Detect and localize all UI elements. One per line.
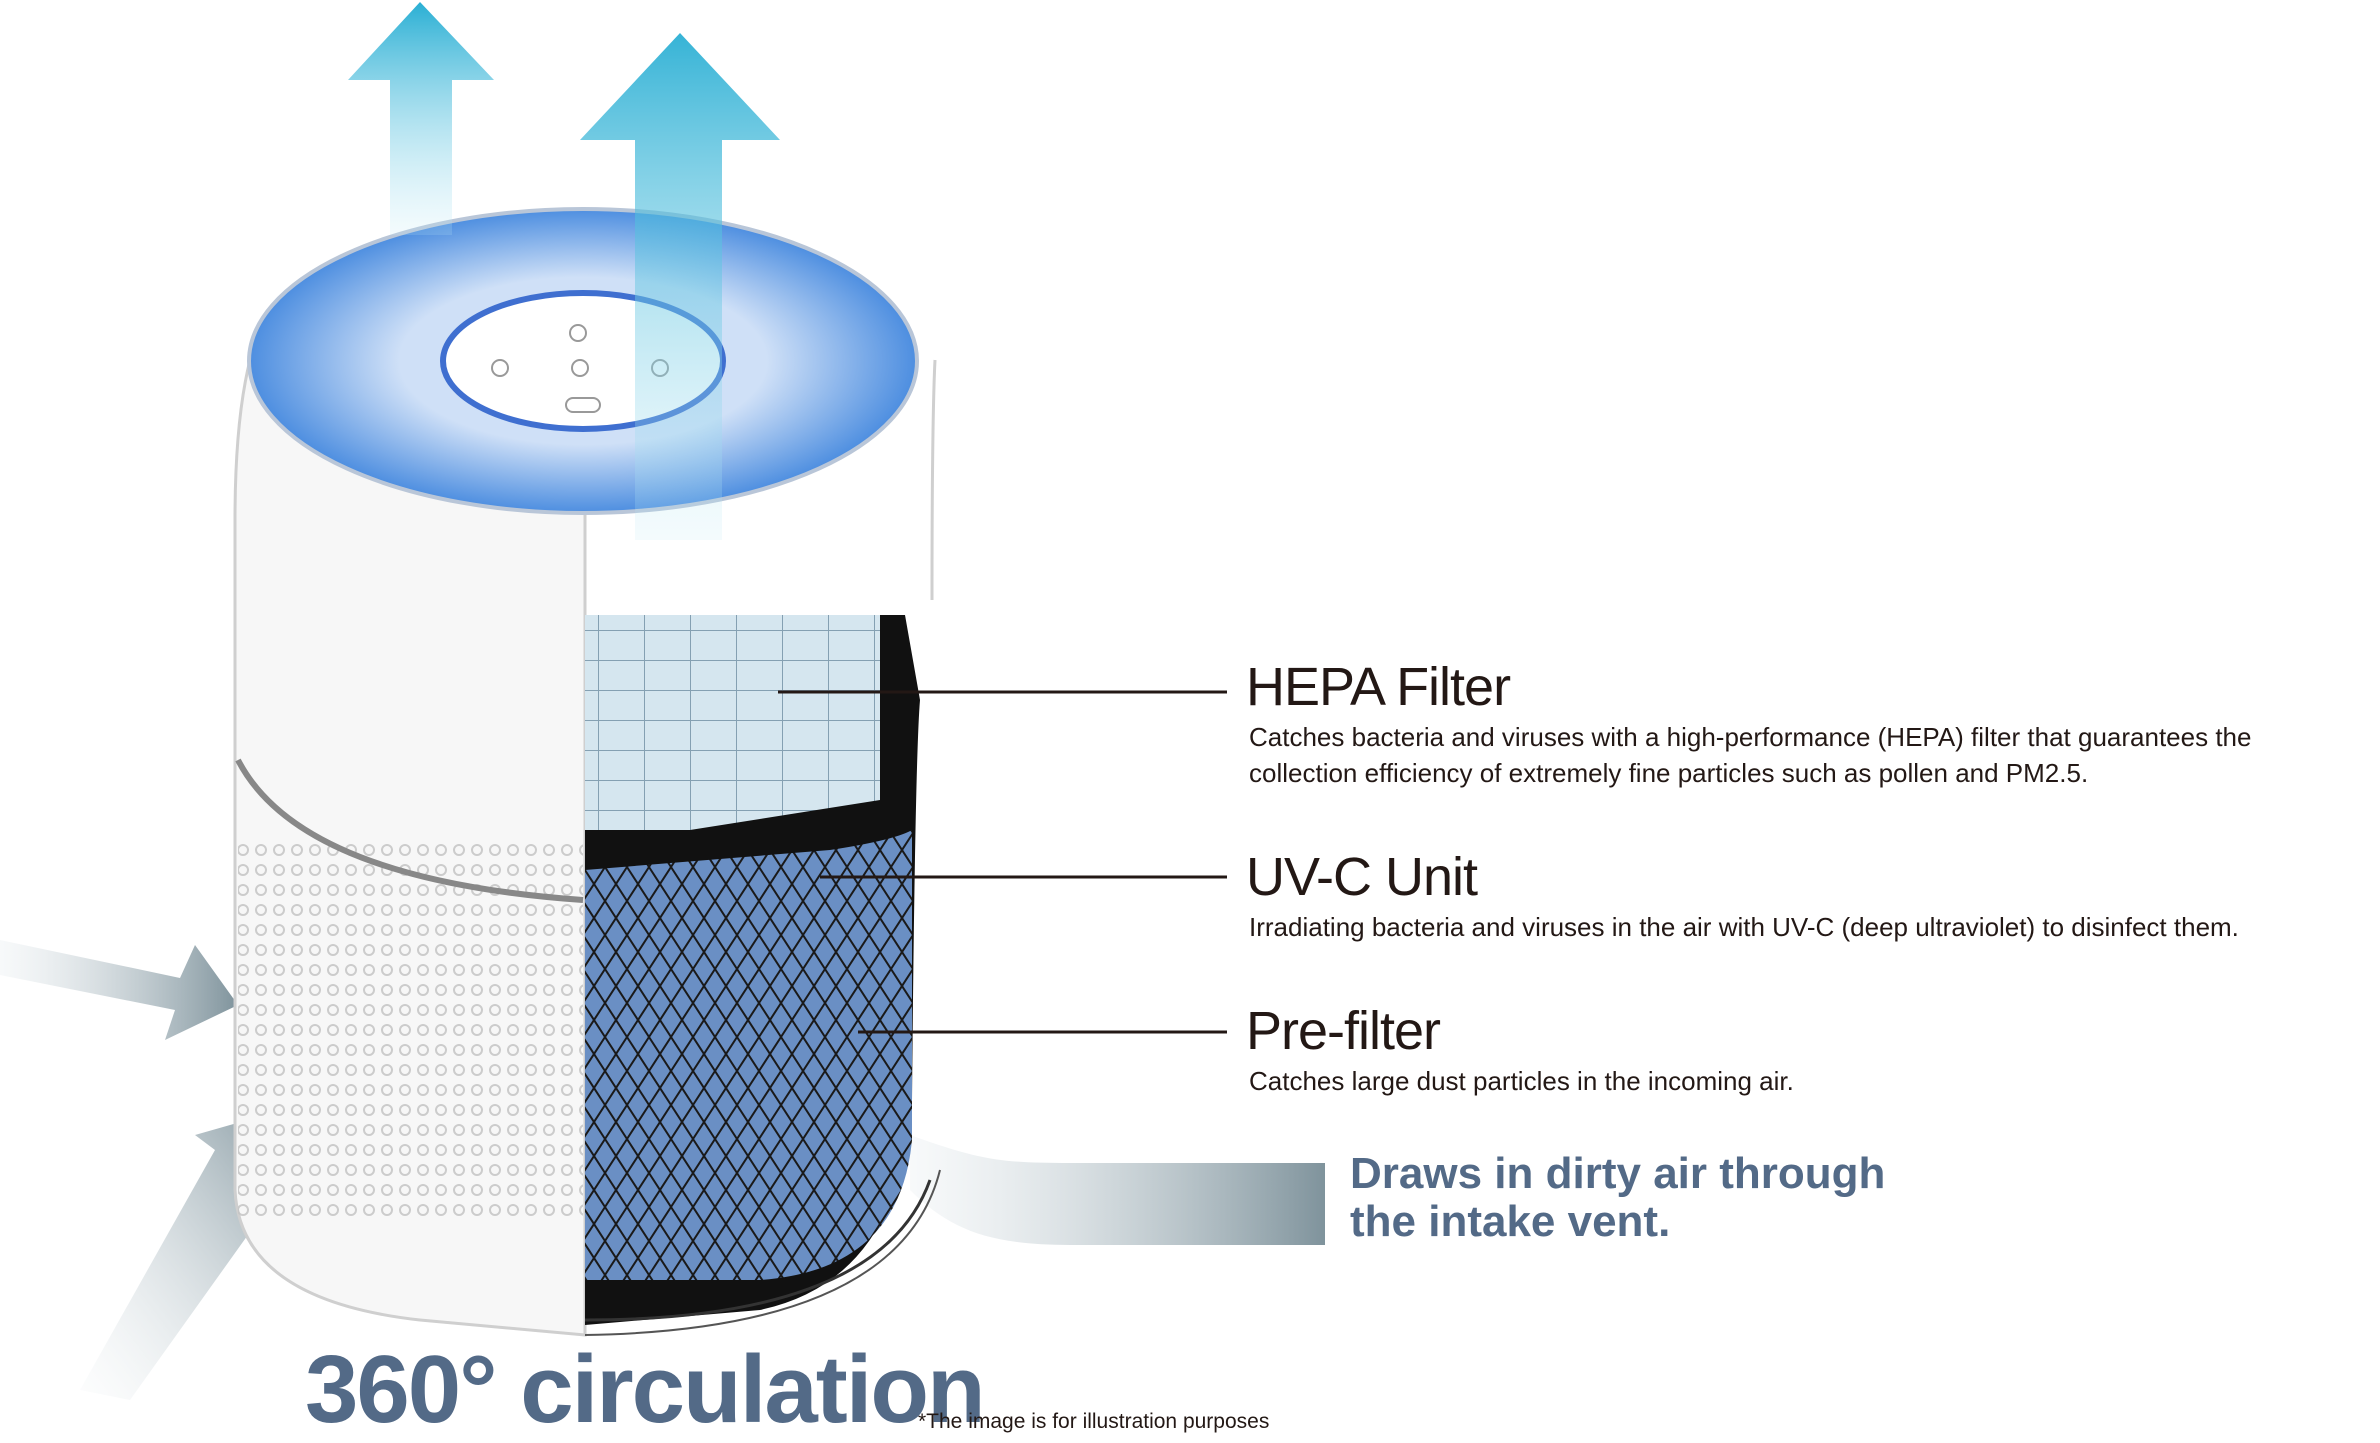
control-icon xyxy=(491,359,509,377)
disclaimer-note: *The image is for illustration purposes xyxy=(918,1410,1270,1433)
airflow-up-arrows-icon xyxy=(348,2,780,540)
purifier-body xyxy=(233,358,941,1337)
control-icon xyxy=(565,397,601,413)
prefilter-title: Pre-filter xyxy=(1246,1001,1441,1061)
control-icon xyxy=(571,359,589,377)
headline-360-circulation: 360° circulation xyxy=(305,1336,986,1443)
hepa-description-line: Catches bacteria and viruses with a high… xyxy=(1249,722,2252,752)
intake-caption-line: the intake vent. xyxy=(1350,1197,1671,1246)
purifier-top xyxy=(247,207,919,515)
uvc-title: UV-C Unit xyxy=(1246,847,1478,907)
hepa-title: HEPA Filter xyxy=(1246,657,1511,717)
uvc-description: Irradiating bacteria and viruses in the … xyxy=(1249,912,2239,942)
control-icon xyxy=(569,324,587,342)
hepa-description-line: collection efficiency of extremely fine … xyxy=(1249,758,2089,788)
intake-caption-line: Draws in dirty air through xyxy=(1350,1149,1886,1198)
prefilter-description: Catches large dust particles in the inco… xyxy=(1249,1066,1794,1096)
